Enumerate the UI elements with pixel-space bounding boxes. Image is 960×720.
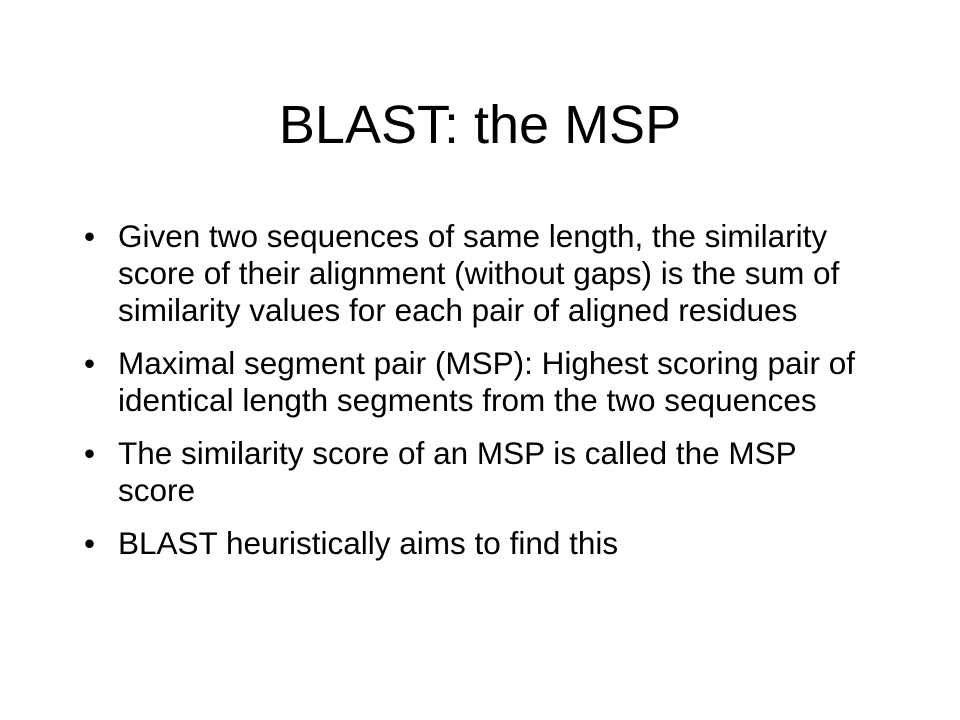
bullet-item: • BLAST heuristically aims to find this: [84, 525, 874, 562]
bullet-dot-icon: •: [84, 525, 96, 561]
bullet-text: Given two sequences of same length, the …: [118, 218, 840, 328]
bullet-item: • Given two sequences of same length, th…: [84, 218, 874, 329]
bullet-dot-icon: •: [84, 218, 96, 254]
bullet-list: • Given two sequences of same length, th…: [84, 218, 874, 578]
bullet-text: The similarity score of an MSP is called…: [118, 435, 797, 508]
bullet-text: Maximal segment pair (MSP): Highest scor…: [118, 345, 856, 418]
slide-title: BLAST: the MSP: [278, 95, 682, 155]
bullet-item: • The similarity score of an MSP is call…: [84, 435, 874, 509]
bullet-dot-icon: •: [84, 345, 96, 381]
bullet-item: • Maximal segment pair (MSP): Highest sc…: [84, 345, 874, 419]
bullet-text: BLAST heuristically aims to find this: [118, 525, 619, 561]
bullet-dot-icon: •: [84, 435, 96, 471]
